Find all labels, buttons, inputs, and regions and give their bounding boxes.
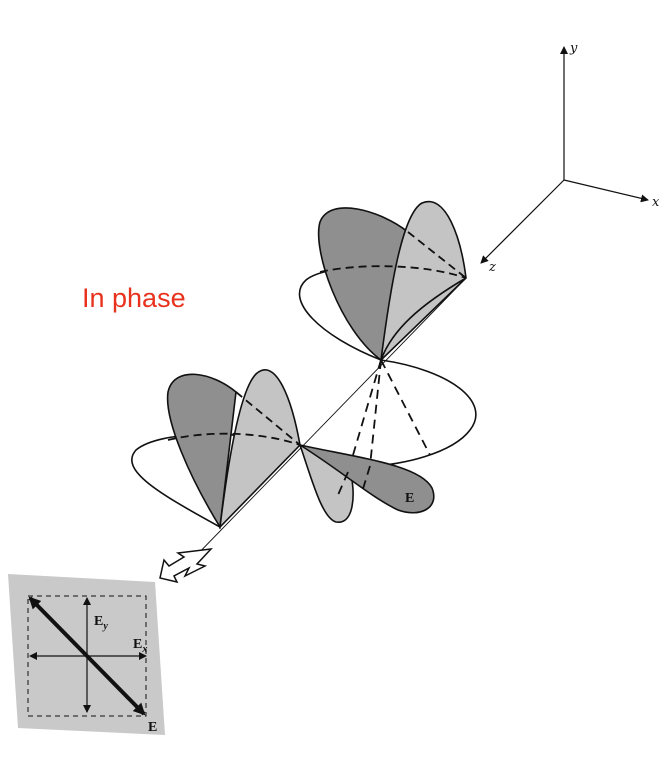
y-axis-label: y — [569, 41, 578, 56]
component-inset: Ey Ex E — [8, 574, 165, 735]
z-axis — [481, 180, 564, 263]
ex-label-main: E — [133, 637, 142, 652]
ey-label-main: E — [94, 614, 103, 629]
middle-envelope-right — [372, 360, 476, 466]
ey-label-sub: y — [102, 621, 108, 632]
coordinate-axes: y x z — [481, 41, 660, 275]
ex-label-sub: x — [141, 644, 147, 655]
wave-upper-segment — [299, 202, 466, 360]
wave-left-segment — [132, 370, 300, 527]
wave-middle-segment — [348, 360, 476, 472]
field-vector-label: E — [405, 491, 414, 506]
x-axis — [564, 180, 648, 200]
x-axis-label: x — [652, 195, 660, 210]
wave-lower-front-segment: E — [300, 445, 434, 522]
middle-dashed-spoke-right — [381, 360, 430, 455]
propagation-arrow-icon — [160, 549, 211, 582]
resultant-label: E — [148, 720, 157, 735]
caption-in-phase: In phase — [82, 282, 186, 314]
z-axis-label: z — [488, 260, 496, 275]
